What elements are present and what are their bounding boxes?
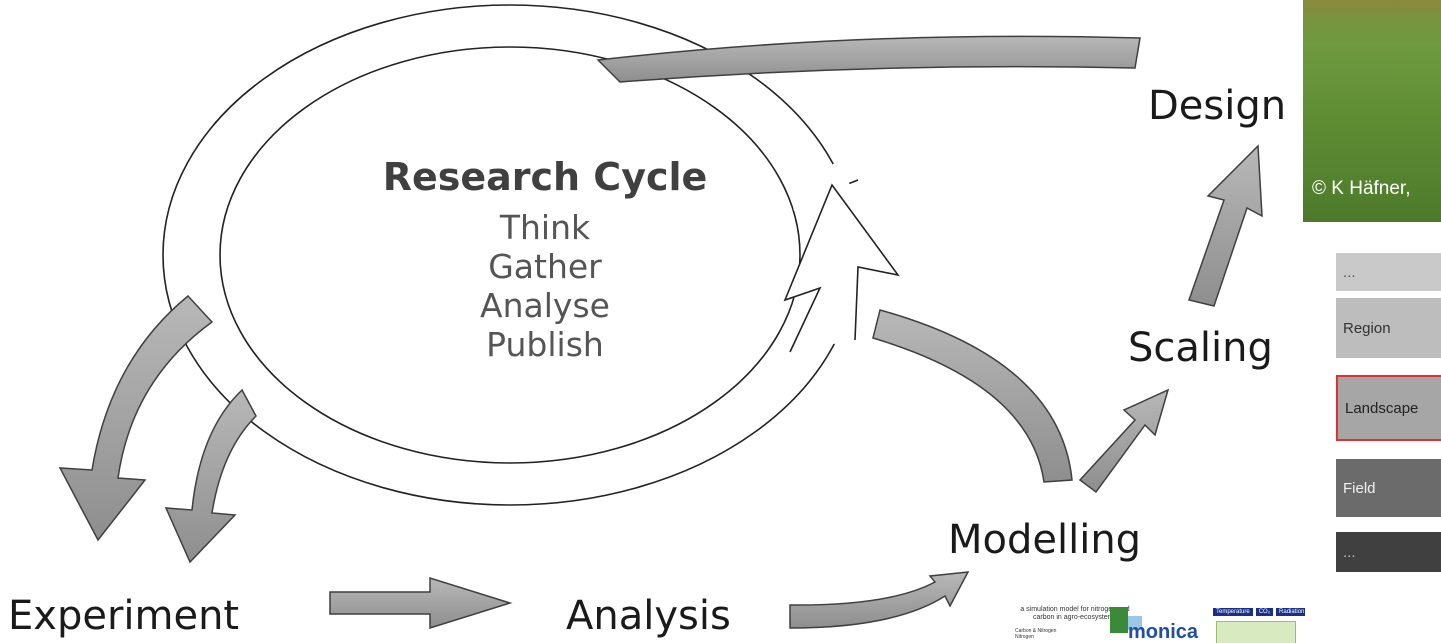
- field-photo: © K Häfner,: [1303, 0, 1441, 222]
- monica-tags: Temperature CO₂ Radiation: [1213, 608, 1305, 616]
- step-think: Think: [499, 208, 591, 247]
- arrow-cycle-to-modelling: [872, 309, 1073, 483]
- arrow-cycle-to-experiment-outer: [58, 294, 214, 542]
- monica-tag-radiation: Radiation: [1276, 608, 1305, 616]
- monica-tag-temperature: Temperature: [1213, 608, 1253, 616]
- stage-modelling: Modelling: [948, 517, 1142, 563]
- step-gather: Gather: [488, 247, 602, 286]
- scale-landscape: Landscape: [1336, 375, 1441, 441]
- photo-credit: © K Häfner,: [1312, 178, 1411, 199]
- research-cycle-title: Research Cycle: [382, 155, 708, 199]
- monica-legend: Carbon & Nitrogen Nitrogen: [1015, 628, 1056, 640]
- stage-design: Design: [1148, 83, 1287, 129]
- monica-description: a simulation model for nitrogen and carb…: [1020, 606, 1130, 621]
- scale-field: Field: [1336, 459, 1441, 517]
- monica-model-thumbnail: a simulation model for nitrogen and carb…: [1015, 604, 1305, 643]
- step-publish: Publish: [486, 325, 604, 364]
- arrow-cycle-to-design: [596, 35, 1141, 83]
- monica-logo-block: [1110, 607, 1128, 633]
- monica-legend-carbon-nitrogen: Carbon & Nitrogen: [1015, 628, 1057, 634]
- research-cycle-ring: [162, 4, 900, 506]
- monica-legend-nitrogen: Nitrogen: [1015, 634, 1034, 640]
- research-cycle-steps: Think Gather Analyse Publish: [420, 208, 670, 364]
- arrow-modelling-to-scaling: [1078, 388, 1170, 494]
- scale-more-below: ...: [1336, 532, 1441, 572]
- monica-diagram-box: [1216, 621, 1296, 643]
- arrow-cycle-to-experiment-inner: [164, 388, 257, 564]
- stage-analysis: Analysis: [566, 593, 731, 639]
- scale-more-above: ...: [1336, 253, 1441, 291]
- monica-logo: monica: [1128, 621, 1199, 643]
- monica-tag-co2: CO₂: [1255, 608, 1274, 616]
- stage-scaling: Scaling: [1128, 325, 1273, 371]
- scale-region: Region: [1336, 298, 1441, 358]
- arrow-analysis-to-modelling: [789, 571, 970, 629]
- step-analyse: Analyse: [480, 286, 610, 325]
- monica-logo-block-blue: [1128, 616, 1142, 630]
- flow-arrows: [58, 35, 1263, 630]
- stage-experiment: Experiment: [8, 593, 240, 639]
- arrow-scaling-to-design: [1188, 144, 1263, 307]
- arrow-experiment-to-analysis: [329, 576, 513, 630]
